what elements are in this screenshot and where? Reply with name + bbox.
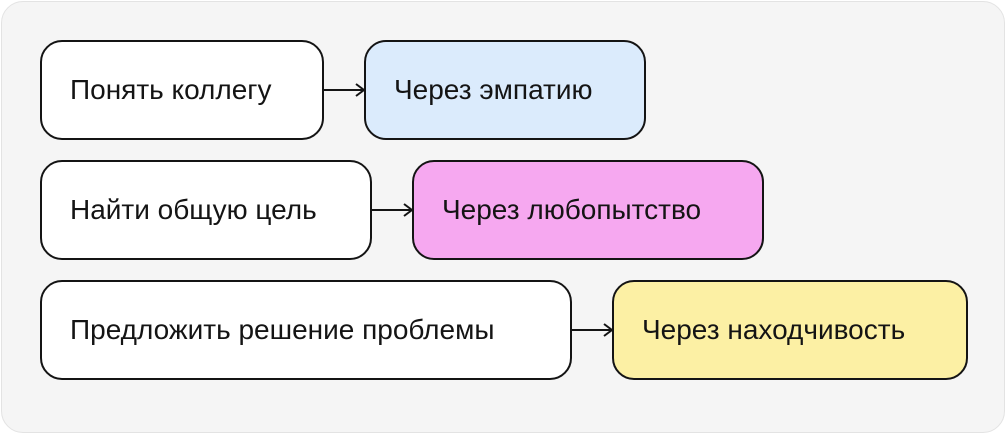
goal-box-understand-colleague: Понять коллегу <box>40 40 324 140</box>
goal-box-find-common-goal: Найти общую цель <box>40 160 372 260</box>
method-box-empathy: Через эмпатию <box>364 40 646 140</box>
method-box-curiosity: Через любопытство <box>412 160 764 260</box>
goal-label: Найти общую цель <box>70 194 317 225</box>
goal-label: Понять коллегу <box>70 74 272 105</box>
method-label: Через находчивость <box>642 314 906 345</box>
goal-label: Предложить решение проблемы <box>70 314 495 345</box>
goal-box-propose-solution: Предложить решение проблемы <box>40 280 572 380</box>
arrow-icon <box>372 203 414 217</box>
arrow-icon <box>324 83 366 97</box>
arrow-icon <box>572 323 614 337</box>
method-box-resourcefulness: Через находчивость <box>612 280 968 380</box>
method-label: Через любопытство <box>442 194 702 225</box>
method-label: Через эмпатию <box>394 74 593 105</box>
